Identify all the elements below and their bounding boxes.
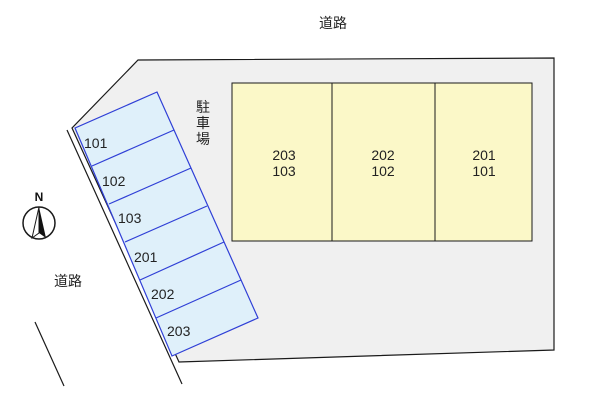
building-unit-label: 101 (472, 163, 496, 179)
parking-space-label: 201 (134, 249, 158, 265)
north-compass-icon: N (22, 190, 56, 240)
parking-divider (139, 241, 225, 281)
north-label: N (35, 190, 44, 204)
parking-label: 駐 車 場 (196, 99, 210, 147)
parking-label-char: 場 (196, 131, 210, 147)
parking-area: 101 102 103 201 202 203 (74, 91, 259, 357)
parking-label-char: 駐 (196, 99, 210, 115)
road-edge-lower-left (34, 321, 65, 387)
parking-divider (155, 279, 242, 319)
road-label-top: 道路 (319, 15, 347, 31)
building-unit (231, 82, 333, 242)
building-block: 203 103 202 102 201 101 (231, 82, 533, 242)
parking-label-char: 車 (196, 115, 210, 131)
parking-space-label: 101 (84, 135, 108, 151)
building-unit-label: 102 (371, 163, 395, 179)
building-unit (331, 82, 436, 242)
road-label-left: 道路 (54, 273, 82, 289)
building-unit-label: 203 (272, 147, 296, 163)
parking-space-label: 202 (151, 286, 175, 302)
building-unit-label: 201 (472, 147, 496, 163)
parking-space-label: 203 (167, 323, 191, 339)
building-unit (434, 82, 533, 242)
building-unit-label: 202 (371, 147, 395, 163)
parking-divider (91, 129, 175, 167)
compass-needle-right (39, 207, 46, 238)
parking-space-label: 103 (118, 210, 142, 226)
parking-divider (124, 205, 208, 243)
building-unit-label: 103 (272, 163, 296, 179)
parking-divider (108, 167, 192, 205)
road-edge-left (66, 129, 183, 385)
parking-space-label: 102 (102, 173, 126, 189)
